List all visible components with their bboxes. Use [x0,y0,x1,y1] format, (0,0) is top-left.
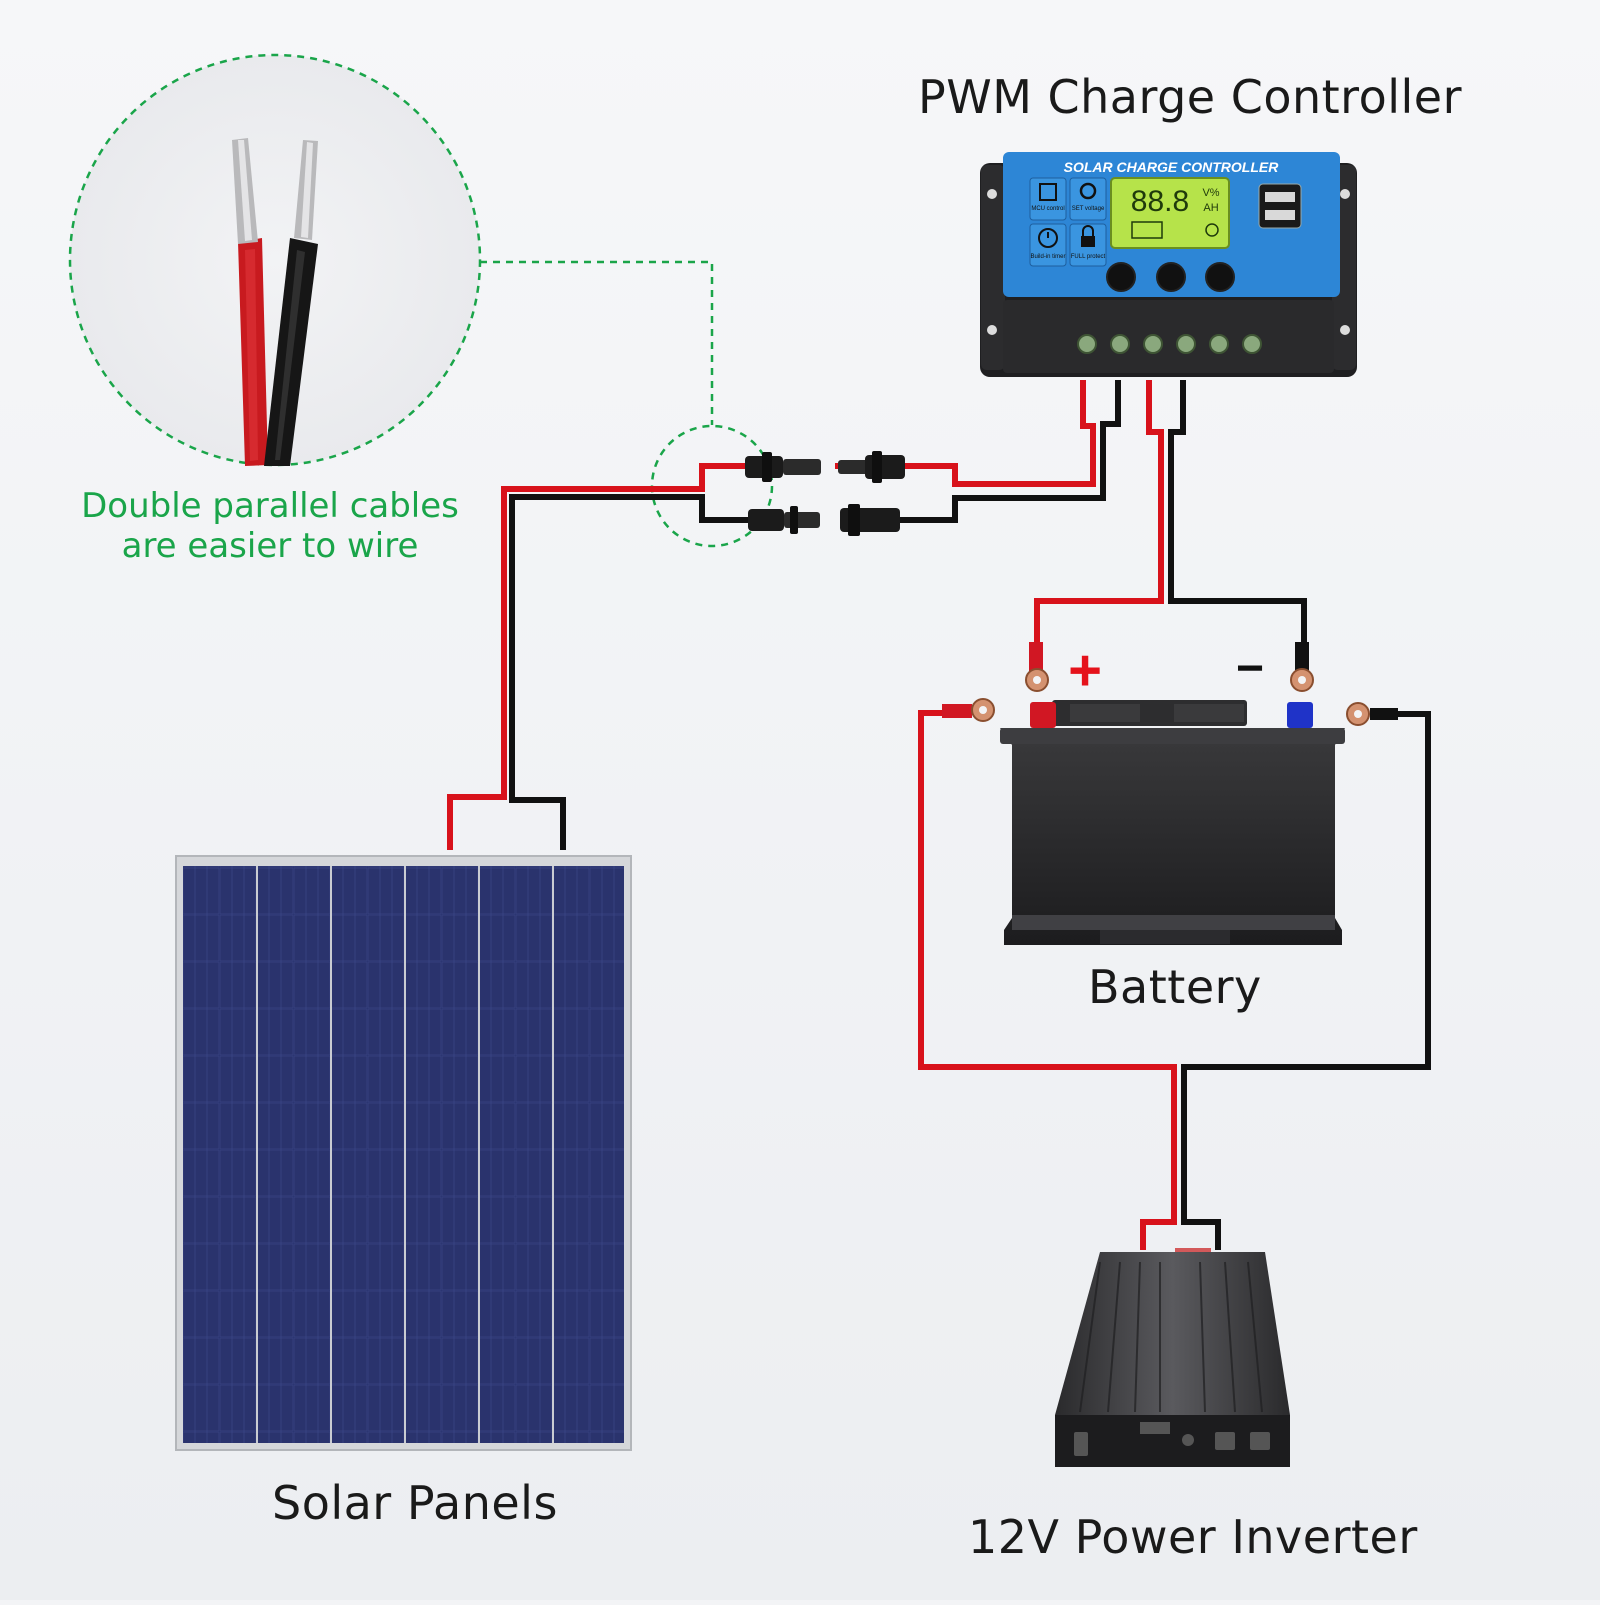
solar-panels-label: Solar Panels [272,1476,558,1530]
battery-negative-post [1287,702,1313,728]
ctrl-black-wire-a [840,380,1121,523]
lcd-unit-top: V% [1202,187,1219,199]
solar-panel-icon [175,855,632,1451]
controller-face-title: SOLAR CHARGE CONTROLLER [1064,159,1280,175]
cable-note-line1: Double parallel cables [81,486,459,526]
solar-black-wire [509,494,750,850]
battery-minus-mark: − [1236,642,1264,695]
cable-note: Double parallel cables are easier to wir… [40,486,500,566]
power-inverter-icon [1055,1248,1290,1467]
charge-controller-icon: SOLAR CHARGE CONTROLLER MCU control SET … [980,152,1357,377]
mc4-connector-female-bottom [840,504,900,536]
bat-red-wire [1034,380,1164,650]
battery-icon: + − [942,638,1398,945]
icon-protect-label: FULL protect [1071,254,1106,260]
battery-positive-post [1030,702,1056,728]
wires [447,380,1431,1250]
battery-label: Battery [1088,960,1262,1014]
controller-label: PWM Charge Controller [918,70,1462,124]
bat-black-wire [1168,380,1307,650]
inv-black-wire [1181,711,1431,1250]
ctrl-red-wire-a [835,380,1096,487]
ring-terminal-icon [942,642,1398,726]
lcd-unit-bottom: AH [1203,202,1218,214]
mc4-connector-male-top [745,452,821,482]
zoom-circle [68,53,774,548]
mc4-connector-male-bottom [748,506,820,534]
mc4-connector-female-top [838,451,905,483]
solar-red-wire [447,463,745,850]
mc4-connectors [745,451,905,536]
lcd-display: 88.8 [1131,185,1189,218]
icon-set-label: SET voltage [1072,206,1105,212]
battery-plus-mark: + [1068,638,1102,703]
inv-red-wire [918,710,1177,1250]
icon-mcu-label: MCU control [1031,206,1064,212]
cable-note-line2: are easier to wire [121,526,419,566]
inverter-label: 12V Power Inverter [968,1510,1418,1564]
controller-lcd [1110,177,1230,249]
icon-timer-label: Build-in timer [1030,254,1065,260]
cable-detail-icon [232,138,318,466]
